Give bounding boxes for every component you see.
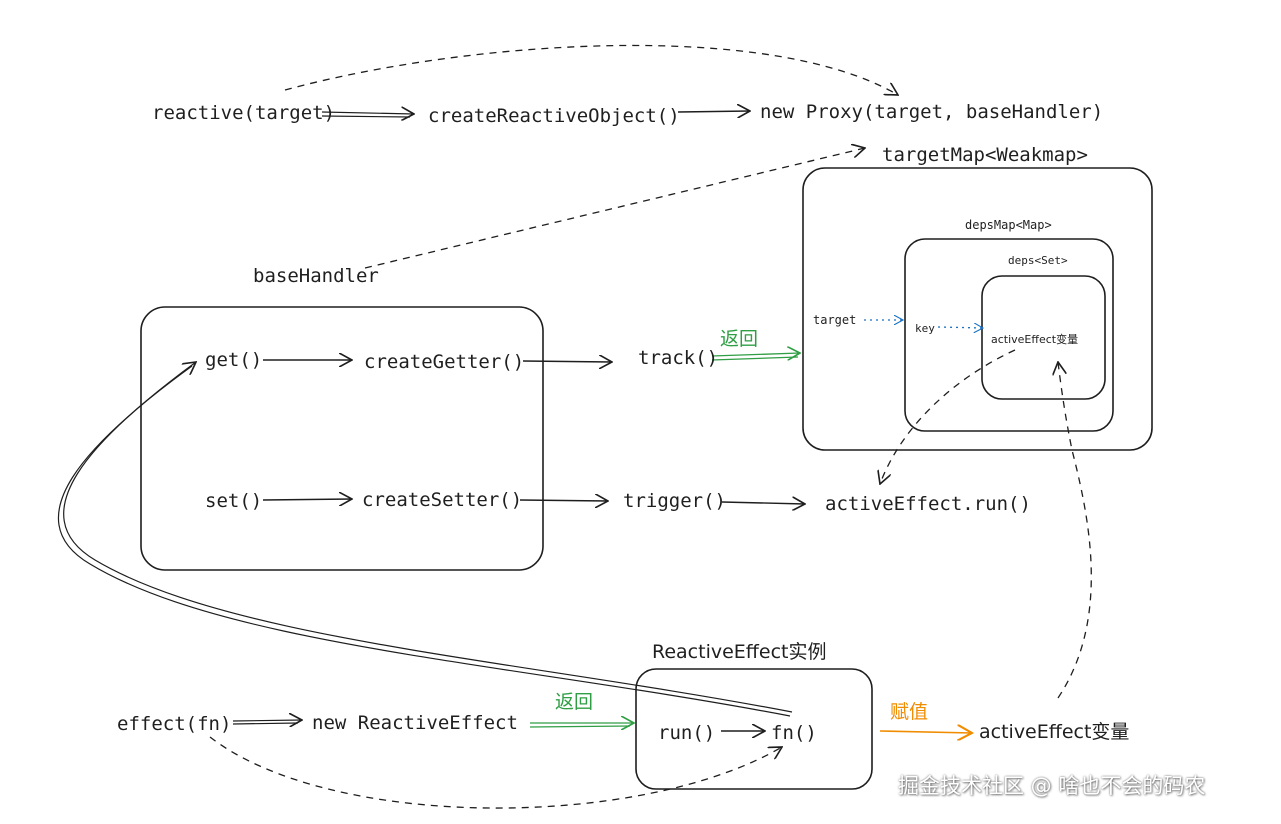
label-active-effect-var-inner: activeEffect变量: [991, 332, 1078, 346]
curve-fn-to-get: [63, 362, 793, 713]
label-active-effect-var: activeEffect变量: [979, 721, 1129, 743]
dash-var-to-deps: [1058, 362, 1092, 699]
arrow-trigger-to-run: [721, 502, 805, 504]
arrow-set-to-createsetter: [262, 499, 352, 500]
green-arrow-track-to-targetmap: [711, 353, 800, 356]
label-reactive-effect-instance: ReactiveEffect实例: [652, 641, 826, 663]
label-target-map: targetMap<Weakmap>: [882, 144, 1088, 166]
label-create-getter: createGetter(): [364, 351, 524, 373]
deps-map-box: [904, 238, 1114, 432]
label-create-setter: createSetter(): [362, 489, 522, 511]
label-key: key: [915, 322, 935, 335]
dash-deps-to-run: [880, 349, 1016, 484]
green-arrow-new-to-instance-2: [529, 725, 631, 728]
label-effect-fn: effect(fn): [117, 713, 231, 735]
label-target-key: target: [813, 313, 856, 327]
dots-key-to-effect: [937, 327, 983, 328]
label-active-effect-run: activeEffect.run(): [825, 493, 1031, 515]
label-deps-set: deps<Set>: [1008, 254, 1068, 267]
label-trigger: trigger(): [623, 490, 726, 512]
label-assign: 赋值: [890, 701, 928, 723]
label-return-bottom: 返回: [555, 691, 593, 713]
label-track: track(): [638, 347, 718, 369]
label-reactive-target: reactive(target): [152, 102, 335, 124]
target-map-box: [802, 167, 1153, 451]
label-base-handler: baseHandler: [253, 265, 379, 287]
dash-basehandler-to-targetmap: [364, 148, 865, 269]
label-return-top: 返回: [720, 328, 758, 350]
label-create-reactive-object: createReactiveObject(): [428, 105, 680, 127]
label-new-reactive-effect: new ReactiveEffect: [312, 712, 518, 734]
curve-fn-to-get-2: [58, 365, 791, 717]
deps-set-box: [981, 275, 1106, 400]
arrow-create-to-proxy: [677, 111, 750, 112]
arrow-effect-to-new-2: [232, 722, 299, 725]
arrow-effect-to-new: [232, 720, 302, 721]
arrow-createsetter-to-trigger: [519, 500, 608, 501]
green-arrow-track-to-targetmap-2: [711, 356, 799, 361]
label-fn: fn(): [771, 722, 817, 744]
label-set: set(): [205, 490, 262, 512]
dash-reactive-to-proxy: [284, 44, 898, 95]
label-deps-map: depsMap<Map>: [965, 218, 1052, 232]
orange-arrow-instance-to-var: [879, 731, 972, 733]
arrow-creategetter-to-track: [522, 361, 612, 362]
reactive-effect-box: [635, 668, 873, 790]
arrow-reactive-to-create: [321, 112, 414, 114]
label-new-proxy: new Proxy(target, baseHandler): [760, 101, 1103, 123]
watermark: 掘金技术社区 @ 啥也不会的码农: [898, 774, 1206, 798]
label-get: get(): [205, 349, 262, 371]
dash-effect-to-fn: [209, 736, 782, 809]
base-handler-box: [140, 306, 544, 571]
arrow-reactive-to-create-2: [321, 115, 411, 118]
label-run: run(): [658, 722, 715, 744]
